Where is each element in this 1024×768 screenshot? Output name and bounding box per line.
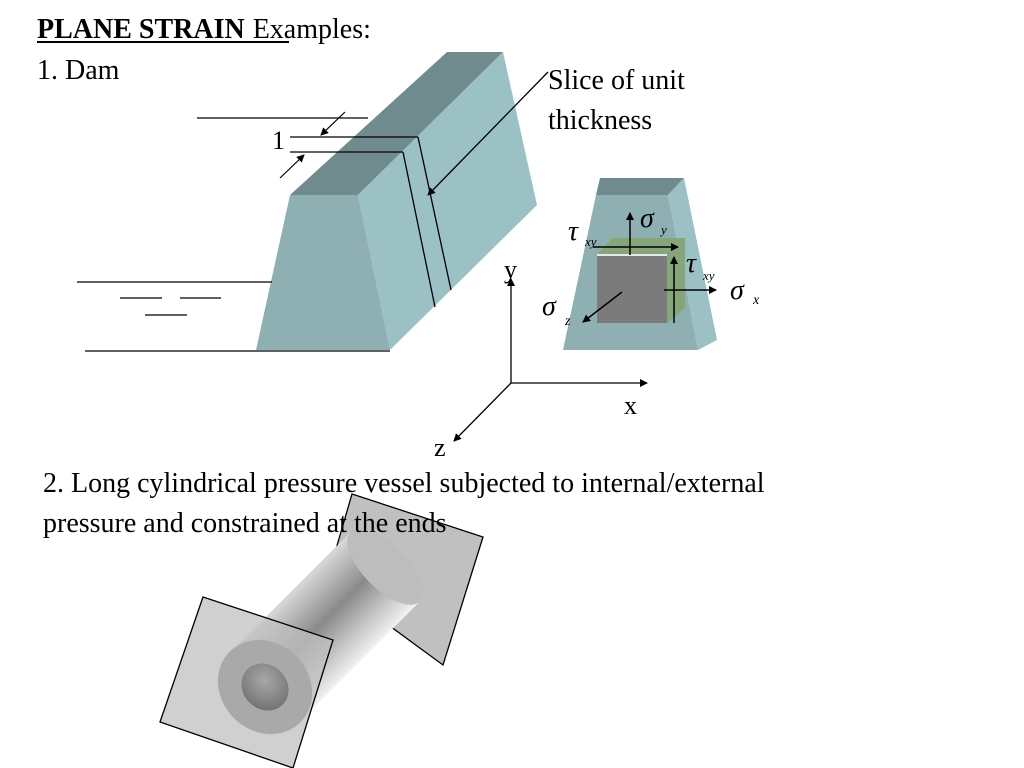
coordinate-axes: y x z [434,255,648,462]
slice-line [402,151,436,308]
dam-side-face [358,52,537,350]
slide-title-rest: Examples: [253,14,371,45]
dam-diagram: 1 Slice of unit thickness [77,52,685,352]
dam-front-face [256,195,390,350]
thickness-arrow [279,154,305,179]
sigma-y: σ [640,203,655,234]
water-lines [77,281,390,352]
sigma-x-subscript: x [752,293,760,308]
example-2-line1: 2. Long cylindrical pressure vessel subj… [43,468,765,499]
y-axis-label: y [504,255,517,284]
cube-front [597,256,667,323]
sigma-z: σ [542,291,557,322]
tau-xy-right-subscript: xy [702,268,715,283]
dam-top-face [290,52,503,195]
z-axis-label: z [434,433,446,462]
example-1-heading: 1. Dam [37,55,120,86]
example-2-line2: pressure and constrained at the ends [43,508,447,539]
thickness-arrow [320,111,346,136]
tau-xy-right: τ [686,248,697,279]
slice-line [417,136,452,291]
callout-line2: thickness [548,105,652,136]
callout-line1: Slice of unit [548,65,685,96]
slice-element-diagram: τ xy σ y τ xy σ x σ z [542,178,760,350]
unit-label: 1 [272,126,285,155]
sigma-x: σ [730,275,745,306]
slide-title-bold: PLANE STRAIN [37,14,245,45]
cylinder-bore [241,663,289,711]
tau-xy-top-subscript: xy [584,234,597,249]
sigma-z-subscript: z [564,314,571,329]
pressure-vessel-diagram [159,493,484,768]
sigma-y-subscript: y [659,222,667,237]
slide-title: PLANE STRAIN Examples: [37,14,371,45]
cylinder-far-end [347,528,424,605]
tau-xy-top: τ [568,216,579,247]
callout-arrow [427,71,549,196]
x-axis-label: x [624,391,637,420]
